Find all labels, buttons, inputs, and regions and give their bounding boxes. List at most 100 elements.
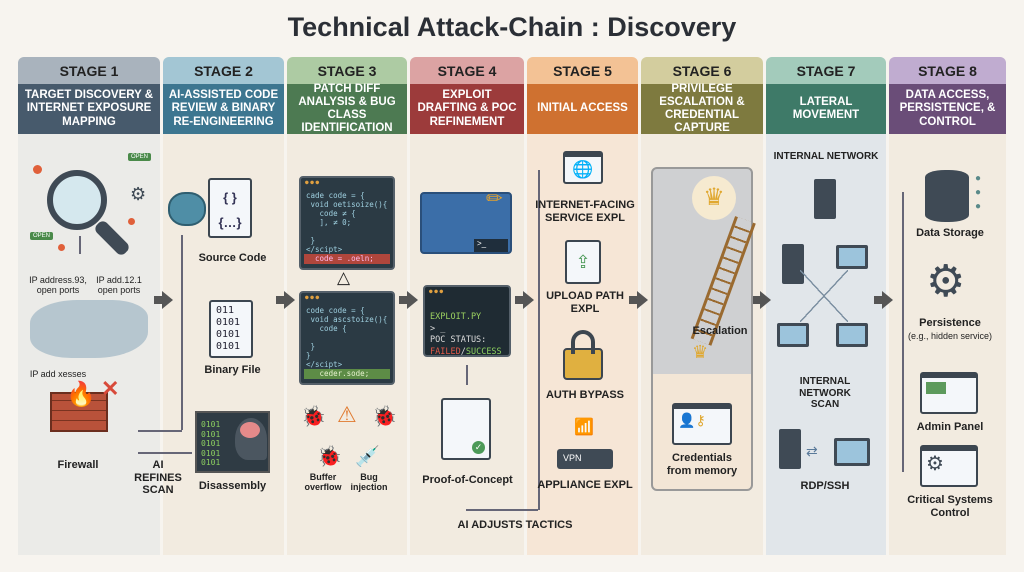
monitor-icon xyxy=(836,245,868,269)
stage-label: STAGE 2 xyxy=(163,57,284,84)
stage-description: TARGET DISCOVERY & INTERNET EXPOSURE MAP… xyxy=(18,84,160,134)
stage-label: STAGE 4 xyxy=(410,57,524,84)
stage-label: STAGE 6 xyxy=(641,57,763,84)
stage-description: PRIVILEGE ESCALATION & CREDENTIAL CAPTUR… xyxy=(641,83,763,134)
admin-panel-label: Admin Panel xyxy=(916,421,984,433)
padlock-shackle-icon xyxy=(571,330,595,354)
patched-line-highlight: ceder.sode; xyxy=(304,369,390,379)
ai-adjusts-tactics-label: AI ADJUSTS TACTICS xyxy=(457,519,573,531)
stage-description: DATA ACCESS, PERSISTENCE, & CONTROL xyxy=(889,84,1006,134)
proof-of-concept-label: Proof-of-Concept xyxy=(422,474,513,486)
data-storage-label: Data Storage xyxy=(916,227,984,239)
admin-panel-icon xyxy=(920,372,978,414)
brain-icon xyxy=(168,192,206,226)
firewall-icon xyxy=(50,392,108,432)
code-window-original: cade code = { void oetisoize(){ code ≠ {… xyxy=(299,176,395,270)
internal-network-scan-label: INTERNAL NETWORK SCAN xyxy=(799,376,851,410)
stage-description: INITIAL ACCESS xyxy=(527,84,638,134)
warning-icon: ⚠ xyxy=(337,402,357,427)
delta-icon: △ xyxy=(337,268,351,287)
firewall-label: Firewall xyxy=(57,459,99,471)
server-icon xyxy=(782,244,804,284)
flow-arrow-icon xyxy=(752,291,771,309)
wifi-icon: 📶 xyxy=(574,419,594,436)
prompt: > _ xyxy=(430,323,446,334)
gear-icon: ⚙ xyxy=(130,184,147,204)
world-map-icon xyxy=(30,300,148,358)
persistence-sublabel: (e.g., hidden service) xyxy=(907,331,993,341)
flow-arrow-icon xyxy=(515,291,534,309)
branch-line xyxy=(902,192,904,472)
binary-file-icon: 011 0101 0101 0101 xyxy=(209,300,253,358)
feedback-arrow-line xyxy=(138,452,192,454)
bug-injection-label: Bug injection xyxy=(350,472,388,493)
proof-of-concept-document-icon: ✓ xyxy=(441,398,491,460)
fire-icon: 🔥 xyxy=(66,381,96,408)
stage-label: STAGE 3 xyxy=(287,57,407,84)
internet-facing-service-label: INTERNET-FACING SERVICE EXPL xyxy=(535,199,635,224)
persistence-label: Persistence xyxy=(919,317,981,329)
flow-arrow-icon xyxy=(276,291,295,309)
critical-systems-label: Critical Systems Control xyxy=(907,494,993,519)
source-code-label: Source Code xyxy=(198,252,267,264)
source-code-file-icon: { }{…} xyxy=(208,178,252,238)
stage-description: EXPLOIT DRAFTING & POC REFINEMENT xyxy=(410,84,524,134)
gear-lock-icon: ⚙ xyxy=(926,257,966,306)
buffer-overflow-label: Buffer overflow xyxy=(304,472,342,493)
network-links-icon xyxy=(800,270,848,322)
control-panel-gear-icon: ⚙ xyxy=(920,445,978,487)
failed-text: FAILED xyxy=(430,346,461,357)
rdp-ssh-label: RDP/SSH xyxy=(800,480,850,492)
code-window-patched: code code = { void ascstoize(){ code { }… xyxy=(299,291,395,385)
terminal-prompt-icon: >_ xyxy=(474,239,508,252)
slash: / xyxy=(460,346,466,357)
ip-label: IP address.93, open ports xyxy=(29,275,87,296)
stage-label: STAGE 8 xyxy=(889,57,1006,84)
stage-description: LATERAL MOVEMENT xyxy=(766,84,886,134)
browser-globe-icon: 🌐 xyxy=(563,151,603,184)
brain-icon xyxy=(240,422,260,438)
vulnerable-line-highlight: code = .oeln; xyxy=(304,254,390,264)
database-icon xyxy=(925,170,969,222)
internal-network-label: INTERNAL NETWORK xyxy=(773,151,879,162)
code-text: cade code = { void oetisoize(){ code ≠ {… xyxy=(306,191,388,254)
binary-file-label: Binary File xyxy=(204,364,261,376)
open-port-badge: OPEN xyxy=(30,232,54,240)
exploit-filename: EXPLOIT.PY xyxy=(430,312,482,323)
stage-label: STAGE 1 xyxy=(18,57,160,84)
stage-description: PATCH DIFF ANALYSIS & BUG CLASS IDENTIFI… xyxy=(287,83,407,134)
id-card-key-icon: 👤⚷ xyxy=(672,403,732,445)
feedback-arrow-line xyxy=(466,509,538,511)
flow-arrow-icon xyxy=(874,291,893,309)
stage-label: STAGE 5 xyxy=(527,57,638,84)
feedback-arrow-line xyxy=(138,430,182,432)
monitor-icon xyxy=(834,438,870,466)
stage-label: STAGE 7 xyxy=(766,57,886,84)
blocked-x-icon: ✕ xyxy=(101,376,120,401)
magnifier-icon xyxy=(47,170,107,230)
vpn-appliance-icon: VPN xyxy=(557,449,613,469)
success-text: SUCCESS xyxy=(465,346,502,357)
poc-status-label: POC STATUS: xyxy=(430,335,487,346)
appliance-expl-label: APPLIANCE EXPL xyxy=(537,479,633,491)
ai-refines-scan-label: AI REFINES SCAN xyxy=(134,459,182,497)
upload-path-label: UPLOAD PATH EXPL xyxy=(546,290,624,315)
monitor-icon xyxy=(836,323,868,347)
syringe-icon: 💉 xyxy=(355,446,380,468)
escalation-label: Escalation xyxy=(692,325,748,337)
disassembly-label: Disassembly xyxy=(198,480,267,492)
feedback-arrow-line xyxy=(181,235,183,430)
flow-arrow-icon xyxy=(399,291,418,309)
bidirectional-arrow-icon: ⇄ xyxy=(806,443,818,459)
branch-line xyxy=(538,170,540,510)
data-nodes-icon: ●●● xyxy=(975,173,982,212)
bug-icon: 🐞 xyxy=(372,406,397,428)
server-icon xyxy=(779,429,801,469)
disassembly-screen-icon: 0101 0101 0101 0101 0101 xyxy=(195,411,270,473)
map-pin-icon xyxy=(33,165,42,174)
crown-icon: ♛ xyxy=(692,342,709,362)
flow-arrow-icon xyxy=(629,291,648,309)
monitor-icon xyxy=(777,323,809,347)
buffer-overflow-bug-icon: 🐞 xyxy=(317,446,342,468)
flow-arrow-icon xyxy=(154,291,173,309)
